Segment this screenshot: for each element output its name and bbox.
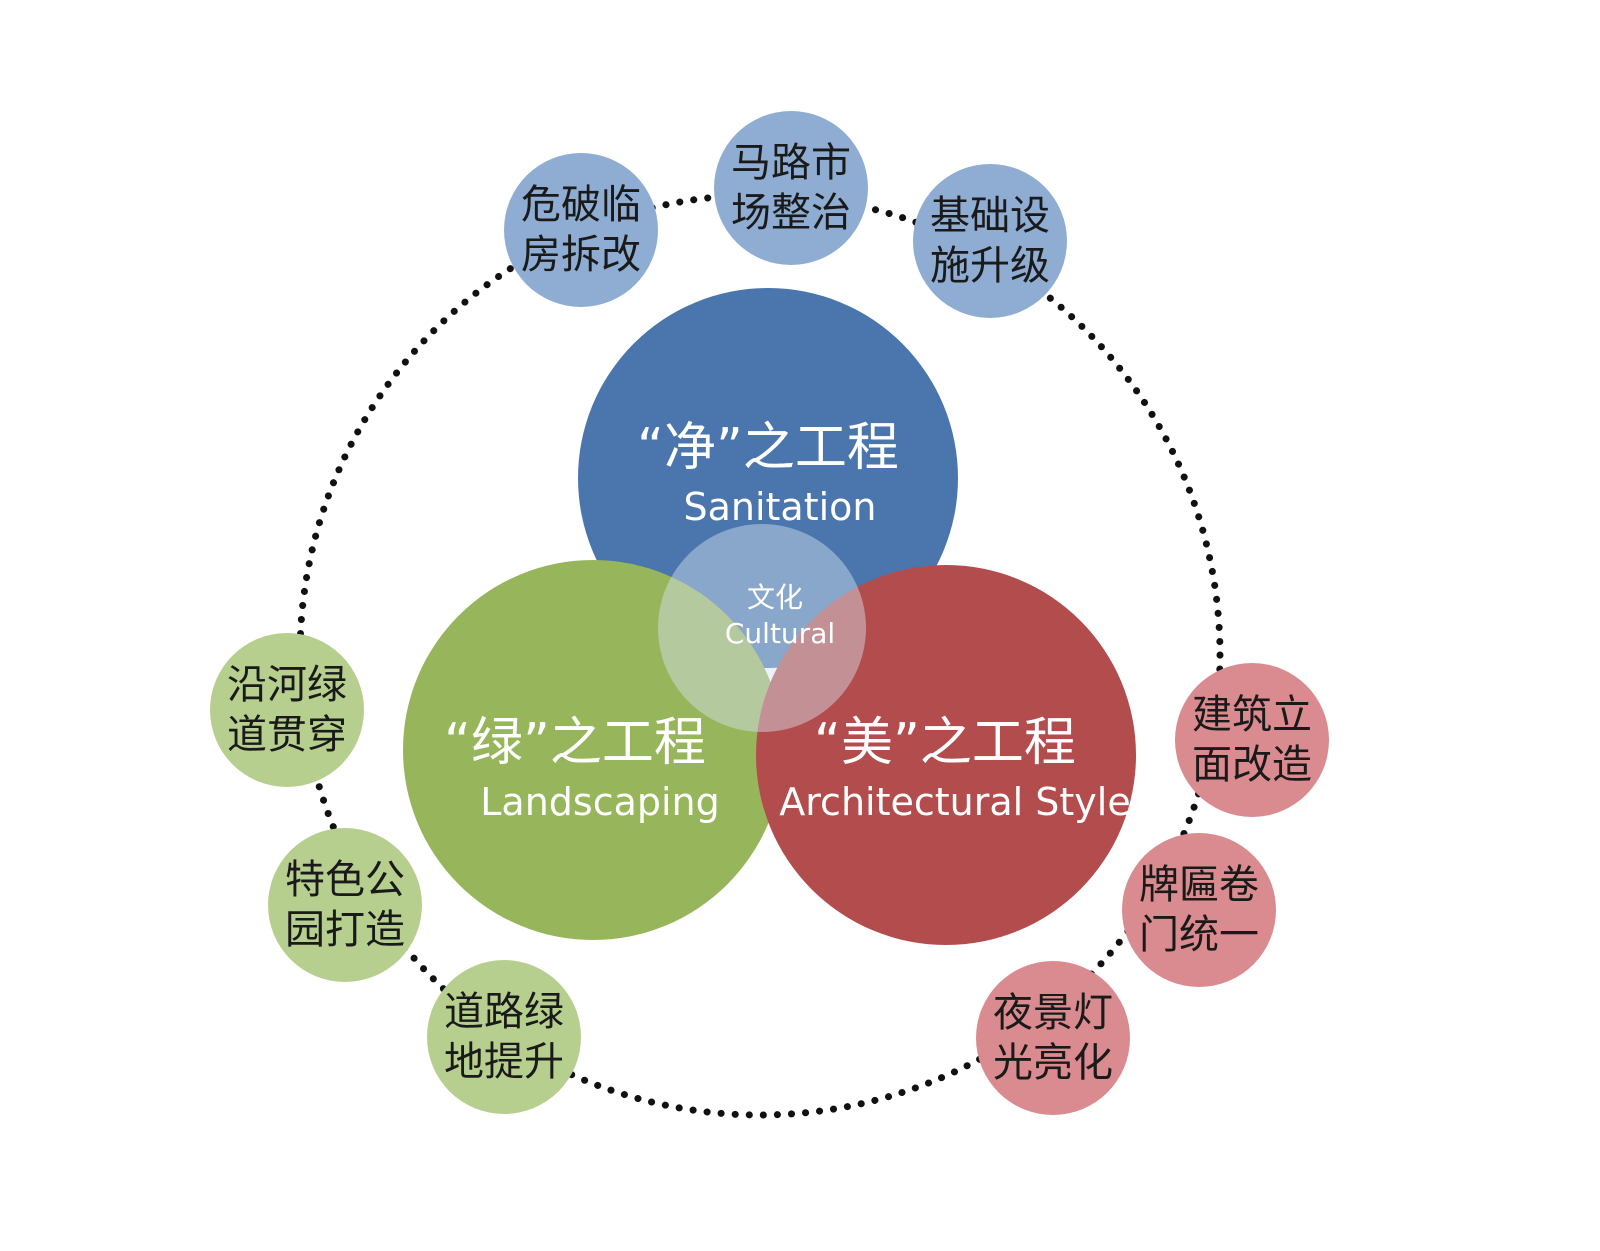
satellite-green-2: 特色公 园打造 <box>268 828 422 982</box>
satellite-green-1-circle <box>210 633 364 787</box>
satellite-blue-2-circle <box>714 111 868 265</box>
core-zh: 文化 <box>747 581 803 614</box>
satellite-green-1-line2: 道贯穿 <box>227 712 347 758</box>
satellite-green-3-line2: 地提升 <box>444 1039 564 1085</box>
landscaping-en: Landscaping <box>480 780 720 824</box>
dotted-ring <box>296 191 1224 1119</box>
satellite-green-2-circle <box>268 828 422 982</box>
landscaping-zh: “绿”之工程 <box>444 713 706 773</box>
satellite-blue-3: 基础设 施升级 <box>913 164 1067 318</box>
satellite-blue-1-line2: 房拆改 <box>521 232 641 278</box>
architecture-circle <box>756 565 1136 945</box>
sanitation-en: Sanitation <box>683 485 876 529</box>
satellite-green-2-line1: 特色公 <box>285 857 405 903</box>
core-en: Cultural <box>725 617 835 650</box>
satellite-red-3-line2: 光亮化 <box>993 1040 1113 1086</box>
satellite-green-3: 道路绿 地提升 <box>427 960 581 1114</box>
architecture-zh: “美”之工程 <box>814 713 1076 773</box>
sanitation-circle <box>578 288 958 668</box>
satellite-blue-2: 马路市 场整治 <box>714 111 868 265</box>
satellite-green-3-line1: 道路绿 <box>444 989 564 1035</box>
satellite-blue-1: 危破临 房拆改 <box>504 153 658 307</box>
satellite-red-3-line1: 夜景灯 <box>993 990 1113 1036</box>
satellite-green-2-line2: 园打造 <box>285 907 405 953</box>
sanitation-zh: “净”之工程 <box>637 418 899 478</box>
landscaping-circle <box>403 560 783 940</box>
satellite-red-1-line1: 建筑立 <box>1192 692 1312 738</box>
satellite-blue-1-circle <box>504 153 658 307</box>
satellite-green-1: 沿河绿 道贯穿 <box>210 633 364 787</box>
satellite-red-2-line2: 门统一 <box>1139 912 1259 958</box>
architecture-en: Architectural Style <box>779 780 1130 824</box>
satellite-red-3: 夜景灯 光亮化 <box>976 961 1130 1115</box>
satellite-green-1-line1: 沿河绿 <box>227 662 347 708</box>
satellite-red-2-line1: 牌匾卷 <box>1139 862 1259 908</box>
satellite-red-2-circle <box>1122 833 1276 987</box>
satellite-red-1-line2: 面改造 <box>1192 742 1312 788</box>
satellite-red-1-circle <box>1175 663 1329 817</box>
satellite-red-1: 建筑立 面改造 <box>1175 663 1329 817</box>
satellite-blue-2-line2: 场整治 <box>731 190 851 236</box>
satellite-blue-1-line1: 危破临 <box>521 182 641 228</box>
core-circle <box>658 524 866 732</box>
satellite-red-2: 牌匾卷 门统一 <box>1122 833 1276 987</box>
satellite-blue-3-circle <box>913 164 1067 318</box>
satellite-blue-2-line1: 马路市 <box>731 140 851 186</box>
satellite-green-3-circle <box>427 960 581 1114</box>
satellite-blue-3-line2: 施升级 <box>930 243 1050 289</box>
satellite-blue-3-line1: 基础设 <box>930 193 1050 239</box>
satellite-red-3-circle <box>976 961 1130 1115</box>
